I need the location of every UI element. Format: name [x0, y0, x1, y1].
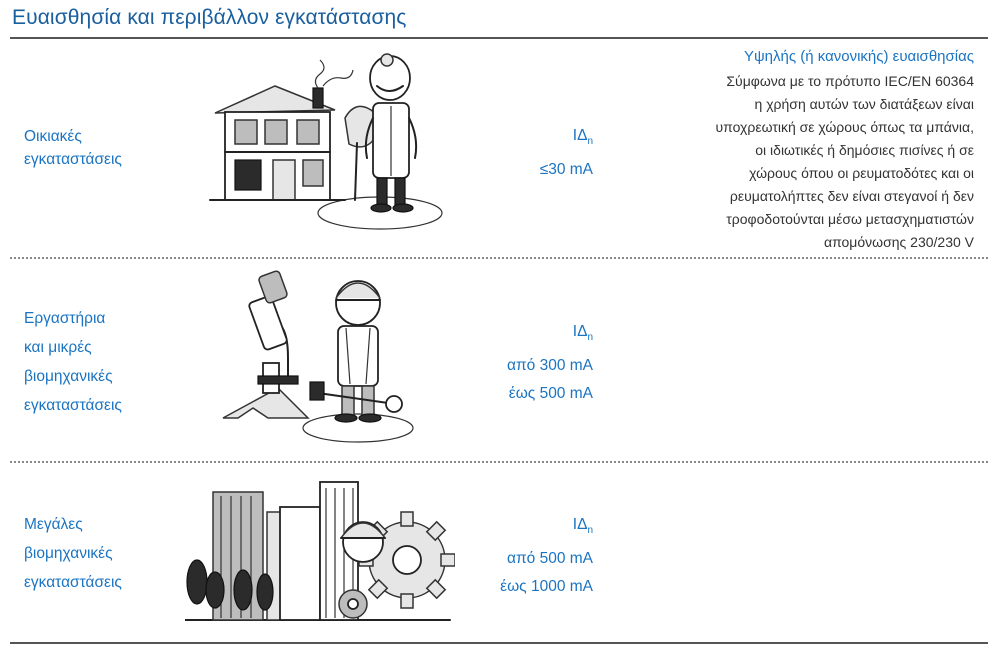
idn-large-industrial: IΔn από 500 mA έως 1000 mA: [393, 511, 593, 601]
row-label-line: Μεγάλες: [24, 516, 83, 533]
sensitivity-line: οι ιδιωτικές ή δημόσιες πισίνες ή σε: [755, 142, 974, 158]
sensitivity-description: Σύμφωνα με το πρότυπο IEC/EN 60364 η χρή…: [610, 70, 975, 254]
sensitivity-heading: Υψηλής (ή κανονικής) ευαισθησίας: [743, 48, 974, 65]
idn-symbol: IΔn: [572, 516, 593, 536]
row-divider: [10, 257, 988, 259]
row-label-line: εγκαταστάσεις: [24, 397, 122, 414]
factory-gear-illustration: [184, 472, 456, 642]
idn-symbol: IΔn: [572, 127, 593, 147]
house-doctor-illustration: [205, 48, 445, 243]
row-label-domestic: Οικιακές εγκαταστάσεις: [24, 122, 184, 174]
row-label-workshops: Εργαστήρια και μικρές βιομηχανικές εγκατ…: [24, 304, 184, 420]
sensitivity-line: Σύμφωνα με το πρότυπο IEC/EN 60364: [726, 73, 974, 89]
idn-workshops: IΔn από 300 mA έως 500 mA: [393, 318, 593, 408]
idn-value: από 500 mA: [507, 550, 593, 567]
microscope-worker-illustration: [218, 268, 418, 453]
title-divider: [10, 37, 988, 39]
row-label-line: βιομηχανικές: [24, 545, 113, 562]
idn-value: από 300 mA: [507, 357, 593, 374]
row-label-line: εγκαταστάσεις: [24, 574, 122, 591]
row-divider: [10, 461, 988, 463]
idn-value: έως 1000 mA: [500, 578, 593, 595]
idn-value: ≤30 mA: [539, 161, 593, 178]
row-label-line: και μικρές: [24, 339, 92, 356]
sensitivity-line: απομόνωσης 230/230 V: [823, 234, 974, 250]
sensitivity-line: ρευματολήπτες δεν είναι στεγανοί ή δεν: [729, 188, 974, 204]
idn-domestic: IΔn ≤30 mA: [393, 122, 593, 184]
sensitivity-line: χώρους όπου οι ρευματοδότες και οι: [749, 165, 974, 181]
row-label-line: Οικιακές: [24, 128, 82, 145]
bottom-divider: [10, 642, 988, 644]
sensitivity-line: η χρήση αυτών των διατάξεων είναι: [754, 96, 974, 112]
idn-symbol: IΔn: [572, 323, 593, 343]
sensitivity-line: υποχρεωτική σε χώρους όπως τα μπάνια,: [715, 119, 975, 135]
row-label-line: βιομηχανικές: [24, 368, 113, 385]
row-label-line: Εργαστήρια: [24, 310, 106, 327]
sensitivity-line: τροφοδοτούνται μέσω μετασχηματιστών: [726, 211, 974, 227]
row-label-large-industrial: Μεγάλες βιομηχανικές εγκαταστάσεις: [24, 510, 184, 597]
idn-value: έως 500 mA: [508, 385, 593, 402]
page-title: Ευαισθησία και περιβάλλον εγκατάστασης: [12, 6, 407, 29]
row-label-line: εγκαταστάσεις: [24, 151, 122, 168]
